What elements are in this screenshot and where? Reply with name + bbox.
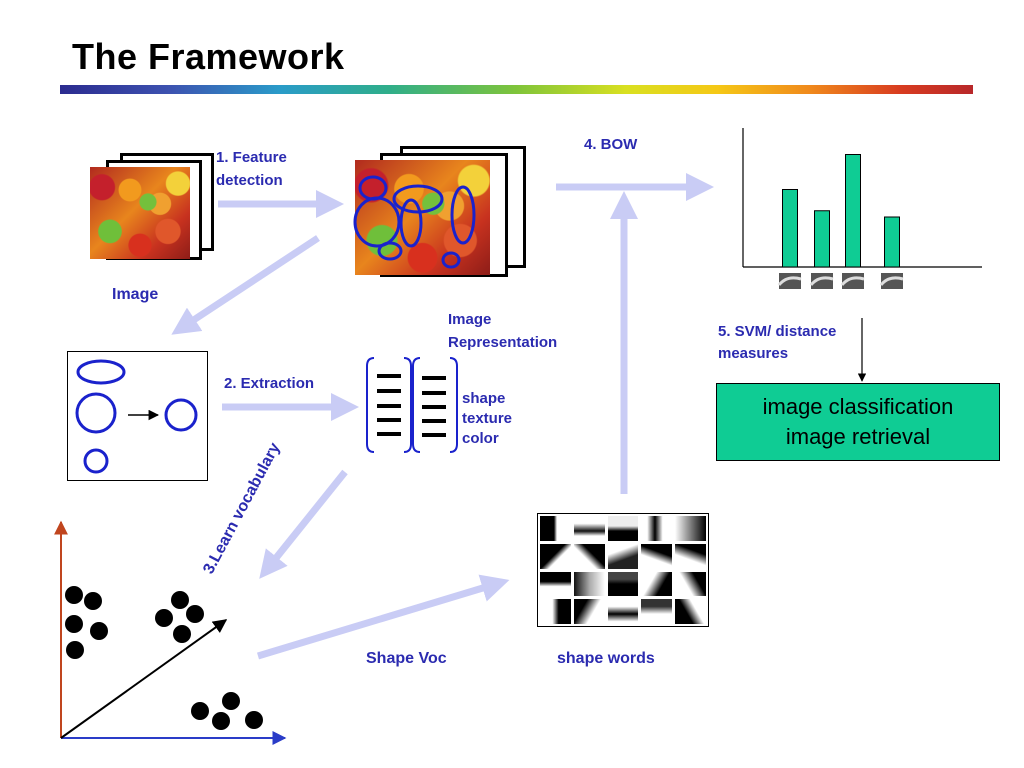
feature-types-label: shape texture color [462, 390, 513, 447]
title-underline-rainbow [60, 85, 973, 94]
feature-ellipse [399, 198, 423, 248]
detected-feature-ellipses [353, 175, 476, 269]
extraction-ellipse [76, 359, 126, 385]
feature-detection-label: 1. Feature detection [216, 149, 287, 189]
cluster-point [186, 605, 204, 623]
arrow-to-extraction-box [171, 235, 320, 335]
vector-bracket [449, 357, 458, 453]
cluster-point [212, 712, 230, 730]
shape-words-grid [537, 513, 709, 627]
cluster-point [84, 592, 102, 610]
result-box: image classification image retrieval [716, 383, 1000, 461]
feature-vectors [366, 357, 458, 453]
fruit-image [90, 167, 190, 259]
extraction-box [67, 351, 208, 481]
bow-label: 4. BOW [584, 136, 638, 153]
result-classification: image classification [762, 394, 954, 419]
feature-ellipse [358, 175, 388, 201]
cluster-point [171, 591, 189, 609]
feature-ellipse [441, 251, 461, 269]
image-label: Image [112, 286, 159, 303]
cluster-points [65, 586, 263, 730]
shape-words-label: shape words [557, 650, 655, 667]
vector-bracket [403, 357, 412, 453]
histogram-bar [845, 154, 861, 268]
vector-bracket [366, 357, 375, 453]
arrow-learn-vocabulary [259, 469, 348, 579]
cluster-point [90, 622, 108, 640]
feature-space-z-axis [60, 619, 228, 739]
page-title: The Framework [72, 36, 345, 77]
cluster-point [65, 586, 83, 604]
feature-ellipse [377, 241, 403, 261]
histogram-word-patch-stroke [840, 276, 865, 286]
cluster-point [65, 615, 83, 633]
extraction-shapes [75, 359, 198, 474]
extraction-label: 2. Extraction [224, 375, 315, 392]
feature-ellipse [392, 184, 444, 214]
cluster-point [155, 609, 173, 627]
extraction-circle-small [83, 448, 109, 474]
histogram-bar [884, 216, 900, 268]
shape-voc-label: Shape Voc [366, 650, 447, 667]
histogram-word-patch-stroke [879, 276, 904, 286]
histogram-bar [782, 189, 798, 268]
extraction-circle-large [75, 392, 117, 434]
result-retrieval: image retrieval [785, 424, 931, 449]
cluster-point [191, 702, 209, 720]
cluster-point [173, 625, 191, 643]
arrow-shape-voc [256, 574, 510, 660]
cluster-point [245, 711, 263, 729]
vector-bracket [412, 357, 421, 453]
bow-histogram [742, 128, 982, 289]
svm-label: 5. SVM/ distance measures [718, 323, 837, 362]
feature-ellipse [353, 196, 401, 248]
histogram-word-patch-stroke [777, 276, 802, 286]
histogram-word-patch-stroke [809, 276, 834, 286]
image-representation-label: Image Representation [448, 311, 558, 351]
cluster-point [66, 641, 84, 659]
extraction-circle-normalized [164, 398, 198, 432]
histogram-bar [814, 210, 830, 268]
feature-ellipse [450, 185, 476, 245]
vector-entries [377, 374, 446, 437]
cluster-point [222, 692, 240, 710]
